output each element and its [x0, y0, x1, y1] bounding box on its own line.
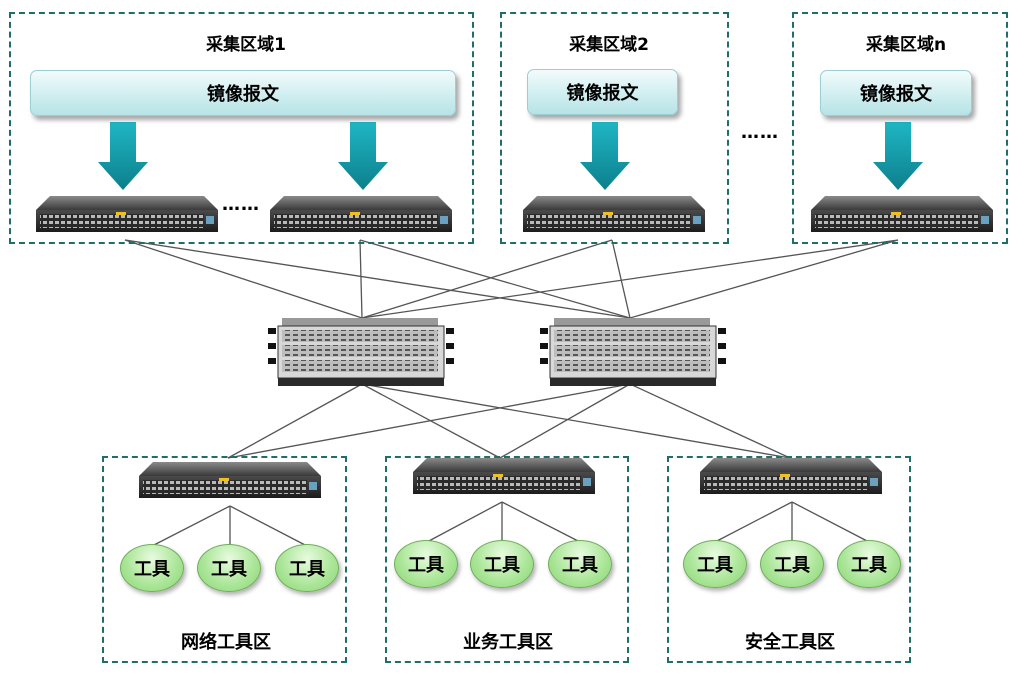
tool-zone-label: 业务工具区 [463, 632, 553, 653]
tool-zone-label: 网络工具区 [181, 632, 271, 653]
tool-zone-label: 安全工具区 [745, 632, 835, 653]
tool-node: 工具 [394, 540, 458, 588]
ellipsis: …… [741, 122, 779, 143]
region-title: 采集区域1 [206, 35, 286, 55]
tool-node: 工具 [120, 544, 184, 592]
mirror-packet-bar: 镜像报文 [30, 70, 456, 116]
access-switch-icon [36, 196, 993, 232]
tool-node: 工具 [197, 544, 261, 592]
ellipsis: …… [222, 194, 260, 215]
collection-region-2 [500, 12, 729, 244]
tool-zone-security [667, 456, 911, 663]
core-switch-icon [268, 318, 726, 386]
tool-node: 工具 [548, 540, 612, 588]
tool-node: 工具 [683, 540, 747, 588]
tool-switch-icon [139, 458, 882, 498]
tool-zone-network [102, 456, 347, 663]
tool-node: 工具 [837, 540, 901, 588]
tool-node: 工具 [470, 540, 534, 588]
region-title: 采集区域2 [569, 35, 649, 55]
mirror-packet-bar: 镜像报文 [820, 70, 972, 116]
collection-region-n [792, 12, 1008, 244]
region-title: 采集区域n [865, 35, 947, 55]
collection-region-1 [9, 12, 474, 244]
arrow-icon [98, 122, 923, 190]
tool-node: 工具 [760, 540, 824, 588]
tool-node: 工具 [275, 544, 339, 592]
mirror-packet-bar: 镜像报文 [527, 69, 678, 115]
tool-zone-business [385, 456, 629, 663]
